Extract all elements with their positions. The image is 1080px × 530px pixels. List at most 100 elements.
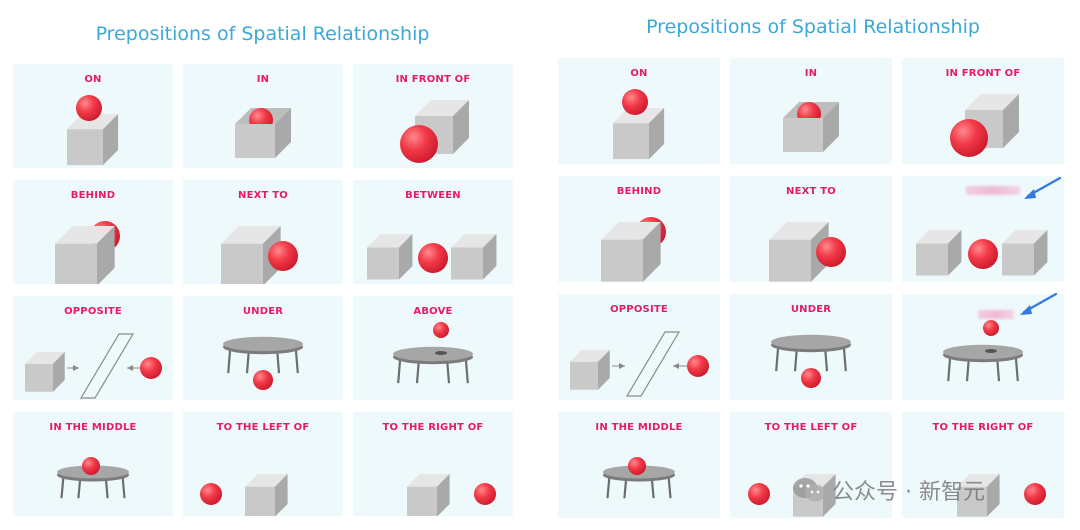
- ball: [622, 89, 648, 115]
- cube: [570, 350, 610, 390]
- left-panel: Prepositions of Spatial Relationship ON I…: [0, 0, 525, 530]
- ball: [687, 355, 709, 377]
- cell-left: TO THE LEFT OF: [183, 412, 343, 516]
- illustration-under: [771, 334, 851, 388]
- illustration-next: [221, 226, 298, 284]
- illustration-in: [783, 102, 839, 152]
- arrow-icon: [1024, 176, 1062, 199]
- cell-label: ON: [84, 74, 102, 85]
- cell-behind: BEHIND: [558, 176, 720, 282]
- cube: [25, 352, 65, 392]
- illustration-in: [235, 108, 291, 158]
- illustration-between: [916, 230, 1048, 276]
- cell-label: OPPOSITE: [64, 306, 122, 317]
- illustration-next: [769, 222, 846, 282]
- cell-opposite: OPPOSITE: [558, 294, 720, 400]
- cell-label: BEHIND: [616, 186, 662, 197]
- cell-behind: BEHIND: [13, 180, 173, 284]
- cube: [407, 474, 450, 516]
- cube: [451, 234, 497, 280]
- cell-on: ON: [13, 64, 173, 168]
- cell-label: BEHIND: [70, 190, 116, 201]
- cell-label: NEXT TO: [786, 186, 836, 197]
- cell-next: NEXT TO: [183, 180, 343, 284]
- cell-under: UNDER: [730, 294, 892, 400]
- cell-label: TO THE LEFT OF: [216, 422, 310, 433]
- cube: [1002, 230, 1048, 276]
- illustration-above: [943, 320, 1023, 382]
- illustration-right: [957, 474, 1046, 517]
- illustration-opposite: [25, 333, 162, 399]
- blurred-label-above: [978, 310, 1014, 319]
- cube: [957, 474, 1000, 517]
- cell-label: IN: [804, 68, 818, 79]
- watermark: 公众号 · 新智元: [792, 470, 1062, 510]
- cell-middle: IN THE MIDDLE: [558, 412, 720, 518]
- illustration-middle: [57, 457, 129, 499]
- illustration-under: [223, 336, 303, 390]
- illustration-above: [393, 322, 473, 384]
- ball: [968, 239, 998, 269]
- ball: [418, 243, 448, 273]
- ball: [433, 322, 449, 338]
- cell-under: UNDER: [183, 296, 343, 400]
- cell-label: IN THE MIDDLE: [49, 422, 137, 433]
- cube: [221, 226, 281, 284]
- ball: [140, 357, 162, 379]
- ball: [200, 483, 222, 505]
- cell-above: ABOVE: [353, 296, 513, 400]
- illustration-behind: [55, 221, 120, 284]
- cell-label: IN FRONT OF: [945, 68, 1021, 79]
- illustration-on: [67, 95, 119, 166]
- cube: [769, 222, 829, 282]
- table: [943, 344, 1023, 382]
- cell-label: TO THE RIGHT OF: [382, 422, 484, 433]
- ball: [1024, 483, 1046, 505]
- illustration-front: [400, 100, 469, 163]
- illustration-right: [407, 474, 496, 516]
- illustration-middle: [603, 457, 675, 499]
- cell-label: OPPOSITE: [610, 304, 668, 315]
- table: [223, 336, 303, 374]
- ball: [474, 483, 496, 505]
- cell-label: UNDER: [242, 306, 284, 317]
- cube: [613, 108, 665, 160]
- cell-label: BETWEEN: [405, 190, 461, 201]
- cell-label: TO THE LEFT OF: [764, 422, 858, 433]
- cell-opposite: OPPOSITE: [13, 296, 173, 400]
- cell-between: BETWEEN: [353, 180, 513, 284]
- ball: [950, 119, 988, 157]
- cell-on: ON: [558, 58, 720, 164]
- mirror-plane: [625, 331, 681, 397]
- left-title: Prepositions of Spatial Relationship: [95, 23, 430, 45]
- cell-label: ABOVE: [413, 306, 453, 317]
- table: [771, 334, 851, 372]
- illustration-behind: [601, 217, 666, 282]
- watermark-text: 公众号 · 新智元: [832, 480, 985, 505]
- cell-middle: IN THE MIDDLE: [13, 412, 173, 516]
- cell-label: NEXT TO: [238, 190, 288, 201]
- illustration-opposite: [570, 331, 709, 397]
- cell-front: IN FRONT OF: [353, 64, 513, 168]
- cell-label: ON: [630, 68, 648, 79]
- illustration-between: [367, 234, 497, 280]
- cell-front: IN FRONT OF: [902, 58, 1064, 164]
- cell-label: UNDER: [790, 304, 832, 315]
- illustration-left: [200, 474, 288, 516]
- blurred-label-between: [966, 186, 1020, 195]
- ball: [400, 125, 438, 163]
- cube: [916, 230, 962, 276]
- mirror-plane: [79, 333, 135, 399]
- ball: [748, 483, 770, 505]
- cell-between: [902, 176, 1064, 282]
- right-title: Prepositions of Spatial Relationship: [646, 16, 980, 38]
- wechat-icon: [793, 478, 825, 502]
- cube: [55, 226, 115, 284]
- ball: [82, 457, 100, 475]
- cube: [67, 114, 119, 166]
- cell-next: NEXT TO: [730, 176, 892, 282]
- arrow-icon: [1020, 292, 1058, 315]
- right-panel: Prepositions of Spatial Relationship ON I…: [546, 0, 1080, 530]
- cell-label: IN THE MIDDLE: [595, 422, 683, 433]
- ball: [253, 370, 273, 390]
